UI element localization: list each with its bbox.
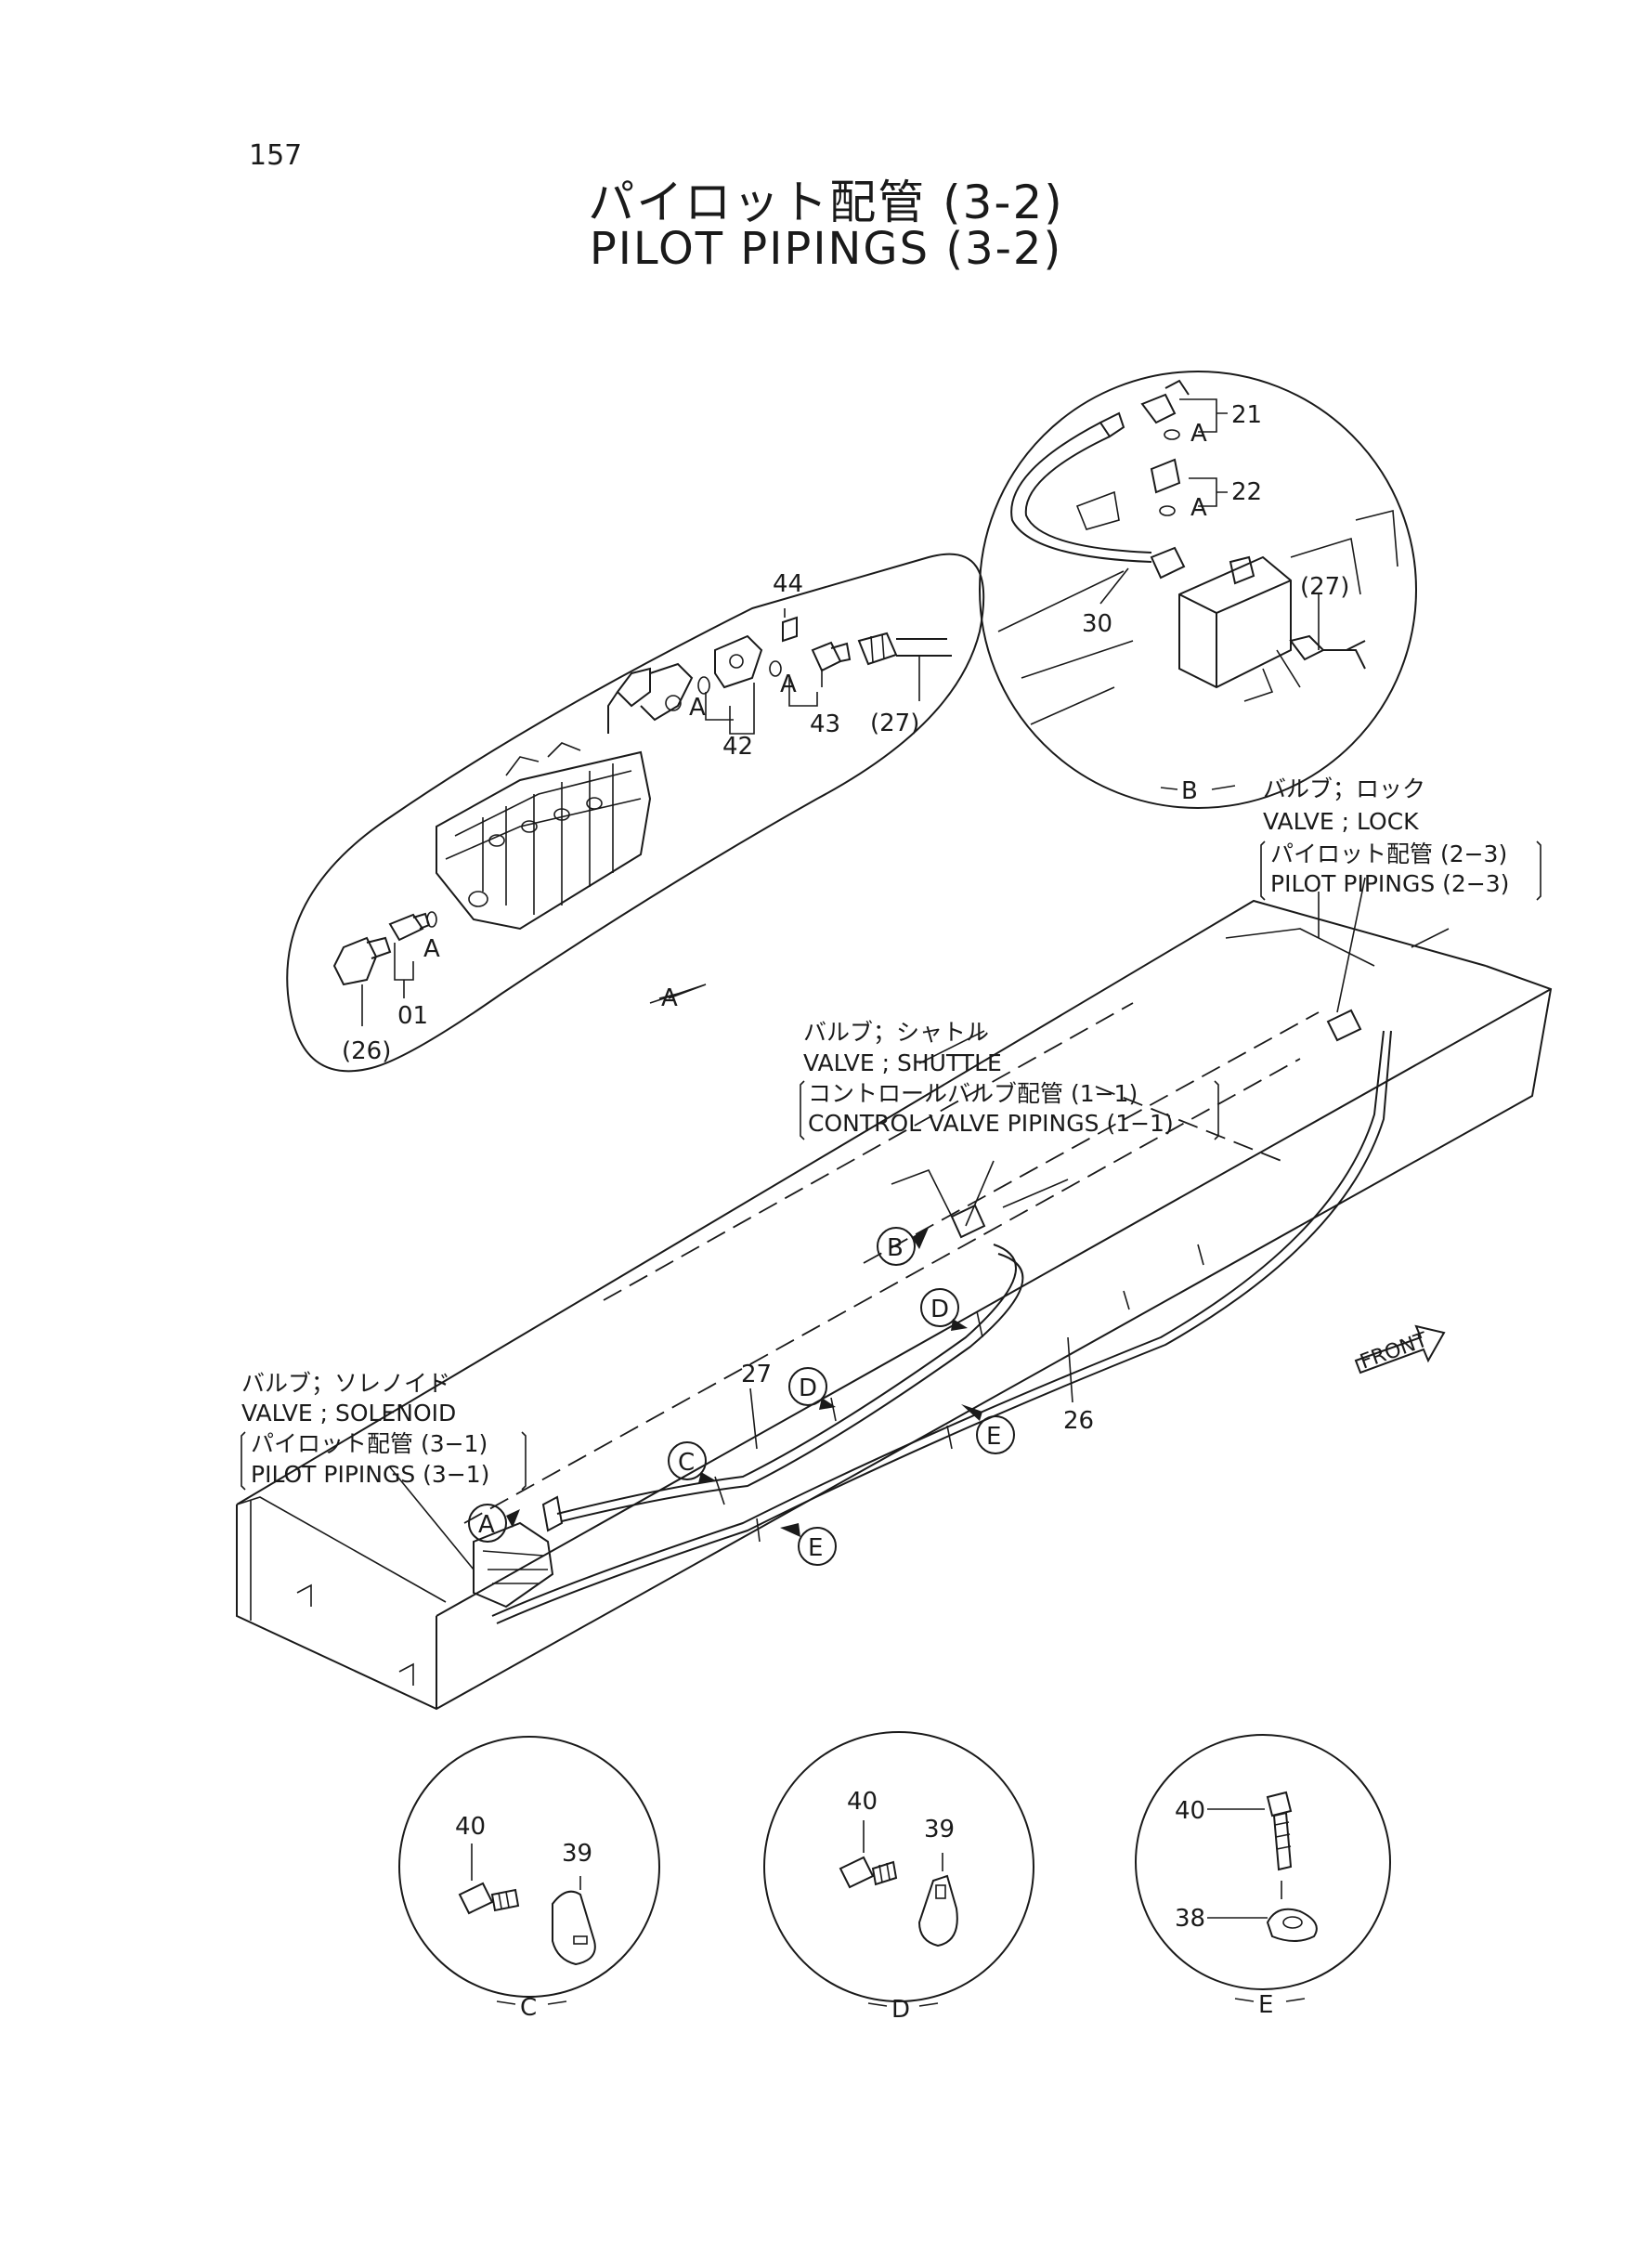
svg-text:A: A [478, 1511, 495, 1539]
detail-d: 40 39 D [763, 1731, 1034, 2024]
detail-b-callout-30: 30 [1082, 610, 1112, 638]
detail-a-callout-42: 42 [722, 733, 753, 761]
detail-a-oring-label-3: A [423, 935, 440, 963]
marker-d2: D [920, 1288, 968, 1331]
detail-b: 21 22 A A 30 (27) B [979, 371, 1417, 809]
main-callout-26: 26 [1063, 1407, 1094, 1435]
detail-a-upper-fittings [616, 616, 952, 735]
detail-a-callout-01: 01 [397, 1002, 428, 1030]
detail-b-oring-label-1: A [1190, 420, 1207, 448]
detail-a-callout-27: (27) [870, 710, 919, 737]
detail-a-lower-fittings [332, 911, 437, 1026]
title-english: PILOT PIPINGS (3-2) [589, 223, 1063, 275]
control-valve-drawing [436, 691, 652, 931]
marker-e1: E [961, 1404, 1015, 1454]
marker-e2: E [780, 1523, 837, 1566]
detail-a-leader-lines [649, 608, 920, 1004]
note-shuttle-valve: バルブ；シャトル VALVE ; SHUTTLE コントロールバルブ配管 (1−… [800, 1019, 1219, 1140]
main-frame [236, 877, 1553, 1711]
page-number: 157 [249, 139, 303, 172]
svg-text:VALVE ; LOCK: VALVE ; LOCK [1263, 808, 1419, 835]
svg-text:VALVE ; SHUTTLE: VALVE ; SHUTTLE [803, 1049, 1002, 1076]
svg-text:PILOT PIPINGS (3−1): PILOT PIPINGS (3−1) [251, 1461, 489, 1488]
marker-a: A [468, 1504, 520, 1543]
detail-a-oring-label-2: A [780, 671, 797, 698]
detail-e-letter: E [1258, 1991, 1273, 2019]
detail-c-callout-39: 39 [562, 1840, 592, 1868]
svg-text:PILOT PIPINGS (2−3): PILOT PIPINGS (2−3) [1270, 870, 1509, 897]
svg-text:E: E [986, 1423, 1001, 1451]
svg-text:パイロット配管 (2−3): パイロット配管 (2−3) [1270, 840, 1507, 867]
marker-b: B [877, 1227, 929, 1266]
svg-text:VALVE ; SOLENOID: VALVE ; SOLENOID [241, 1400, 456, 1427]
svg-text:パイロット配管 (3−1): パイロット配管 (3−1) [251, 1430, 488, 1457]
detail-d-letter: D [891, 1996, 910, 2024]
detail-b-callout-21: 21 [1231, 401, 1262, 429]
marker-d1: D [788, 1367, 836, 1410]
svg-text:バルブ；ソレノイド: バルブ；ソレノイド [241, 1370, 450, 1397]
detail-a-callout-26: (26) [342, 1037, 391, 1065]
title-japanese: パイロット配管 (3-2) [588, 176, 1064, 229]
detail-a-callout-44: 44 [773, 570, 803, 598]
detail-a: 44 42 43 (27) 01 (26) A A A A [286, 553, 985, 1073]
detail-d-callout-39: 39 [924, 1816, 955, 1844]
detail-b-outline [979, 371, 1417, 809]
detail-c: 40 39 C [398, 1736, 660, 2022]
note-lock-valve: バルブ；ロック VALVE ; LOCK パイロット配管 (2−3) PILOT… [1260, 775, 1541, 901]
svg-text:E: E [808, 1534, 823, 1562]
detail-b-callout-22: 22 [1231, 478, 1262, 506]
detail-a-outline [286, 553, 985, 1073]
detail-c-callout-40: 40 [455, 1813, 486, 1841]
detail-d-callout-40: 40 [847, 1788, 878, 1816]
detail-c-letter: C [520, 1994, 537, 2022]
note-solenoid-valve: バルブ；ソレノイド VALVE ; SOLENOID パイロット配管 (3−1)… [241, 1370, 527, 1491]
svg-text:バルブ；ロック: バルブ；ロック [1263, 775, 1425, 802]
main-callout-27: 27 [741, 1361, 772, 1388]
detail-e-callout-38: 38 [1175, 1905, 1205, 1933]
detail-b-letter: B [1181, 777, 1198, 805]
svg-text:D: D [930, 1296, 949, 1323]
front-arrow: FRONT [1354, 1324, 1446, 1375]
detail-a-letter: A [661, 984, 678, 1012]
detail-b-oring-label-2: A [1190, 494, 1207, 522]
svg-text:コントロールバルブ配管 (1−1): コントロールバルブ配管 (1−1) [808, 1080, 1138, 1107]
svg-text:C: C [678, 1449, 695, 1477]
marker-c: C [668, 1441, 717, 1483]
detail-a-oring-label-1: A [689, 694, 706, 722]
detail-e: 40 38 E [1135, 1734, 1391, 2019]
detail-a-callout-43: 43 [810, 710, 840, 738]
svg-text:CONTROL VALVE PIPINGS (1−1): CONTROL VALVE PIPINGS (1−1) [808, 1110, 1174, 1137]
front-label: FRONT [1358, 1328, 1432, 1374]
svg-text:B: B [887, 1234, 904, 1262]
svg-text:D: D [799, 1375, 817, 1402]
detail-e-callout-40: 40 [1175, 1797, 1205, 1825]
svg-text:バルブ；シャトル: バルブ；シャトル [803, 1019, 989, 1046]
detail-b-callout-27: (27) [1300, 573, 1349, 601]
